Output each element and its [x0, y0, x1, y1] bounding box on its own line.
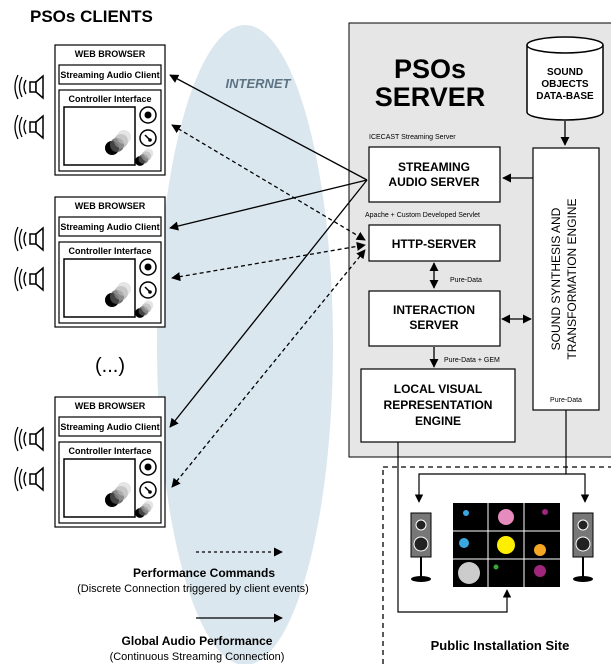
puredata-label-1: Pure-Data — [450, 277, 482, 284]
interaction-line2: SERVER — [409, 318, 458, 332]
installation-display — [453, 503, 560, 587]
synthesis-line2: TRANSFORMATION ENGINE — [565, 198, 579, 359]
client-1-streaming-label: Streaming Audio Client — [60, 70, 159, 80]
display-dot-grey — [458, 562, 480, 584]
ellipsis: (...) — [95, 355, 125, 377]
display-dot-blue-2 — [459, 538, 469, 548]
http-caption: Apache + Custom Developed Servlet — [365, 212, 480, 219]
command-link-client-3 — [171, 249, 366, 488]
client-2: WEB BROWSER Streaming Audio Client Contr… — [54, 196, 166, 328]
display-dot-pink — [498, 509, 514, 525]
synthesis-engine-box — [532, 147, 600, 411]
legend-audio-title: Global Audio Performance — [122, 634, 273, 648]
streaming-line2: AUDIO SERVER — [388, 175, 479, 189]
puredata-label-2: Pure-Data — [550, 397, 582, 404]
client-3-controller-label: Controller Interface — [68, 446, 151, 456]
database-line2: OBJECTS — [541, 79, 589, 90]
visual-line2: REPRESENTATION — [384, 398, 493, 412]
client-2-knob-icon[interactable] — [139, 258, 157, 276]
database-line1: SOUND — [547, 67, 583, 78]
streaming-caption: ICECAST Streaming Server — [369, 134, 456, 141]
wire-synth-left-speaker — [414, 473, 566, 503]
client-2-speaker-icon-2 — [14, 266, 44, 292]
legend-audio-sub: (Continuous Streaming Connection) — [110, 651, 285, 663]
client-3-knob-icon[interactable] — [139, 458, 157, 476]
server-title-line2: SERVER — [375, 82, 486, 112]
clients-title: PSOs CLIENTS — [30, 7, 153, 26]
client-3-control-pad[interactable] — [63, 458, 136, 518]
visual-line1: LOCAL VISUAL — [394, 382, 482, 396]
command-link-client-1 — [171, 124, 366, 241]
http-server-box — [368, 224, 501, 262]
display-dot-orange — [534, 544, 546, 556]
display-dot-yellow — [497, 536, 515, 554]
installation-area — [382, 466, 611, 669]
client-3-dial-icon[interactable] — [139, 481, 157, 499]
client-1-speaker-icon-1 — [14, 74, 44, 100]
wire-visual-display — [397, 442, 512, 613]
client-1-dial-icon[interactable] — [139, 129, 157, 147]
right-speaker-icon — [572, 512, 594, 582]
client-1-browser-label: WEB BROWSER — [75, 49, 146, 59]
database-icon — [526, 36, 604, 121]
puredata-gem-label: Pure-Data + GEM — [444, 357, 500, 364]
streaming-line1: STREAMING — [398, 160, 470, 174]
client-2-browser-label: WEB BROWSER — [75, 201, 146, 211]
client-1-knob-icon[interactable] — [139, 106, 157, 124]
display-dot-purple — [542, 509, 548, 515]
client-3: WEB BROWSER Streaming Audio Client Contr… — [54, 396, 166, 528]
client-2-controller-label: Controller Interface — [68, 246, 151, 256]
client-2-dial-icon[interactable] — [139, 281, 157, 299]
client-3-browser-label: WEB BROWSER — [75, 401, 146, 411]
visual-line3: ENGINE — [415, 414, 461, 428]
interaction-line1: INTERACTION — [393, 303, 475, 317]
client-1: WEB BROWSER Streaming Audio Client Contr… — [54, 44, 166, 176]
streaming-server-box — [368, 146, 501, 203]
server-title-line1: PSOs — [394, 54, 466, 84]
synthesis-line1: SOUND SYNTHESIS AND — [549, 207, 563, 350]
wire-synth-right-speaker — [565, 410, 590, 503]
client-2-speaker-icon-1 — [14, 226, 44, 252]
installation-label: Public Installation Site — [431, 638, 570, 653]
http-label: HTTP-SERVER — [392, 237, 477, 251]
display-dot-green — [493, 564, 499, 570]
client-1-controller-label: Controller Interface — [68, 94, 151, 104]
client-1-speaker-icon-2 — [14, 114, 44, 140]
client-3-streaming-label: Streaming Audio Client — [60, 422, 159, 432]
legend-commands-sub: (Discrete Connection triggered by client… — [77, 583, 309, 595]
display-dot-purple-2 — [534, 565, 546, 577]
left-speaker-icon — [410, 512, 432, 582]
internet-label: INTERNET — [226, 76, 292, 91]
database-line3: DATA-BASE — [536, 91, 594, 102]
legend-commands-title: Performance Commands — [133, 566, 275, 580]
client-2-streaming-label: Streaming Audio Client — [60, 222, 159, 232]
client-3-speaker-icon-1 — [14, 426, 44, 452]
display-dot-blue — [463, 510, 469, 516]
interaction-server-box — [368, 290, 501, 347]
client-3-speaker-icon-2 — [14, 466, 44, 492]
